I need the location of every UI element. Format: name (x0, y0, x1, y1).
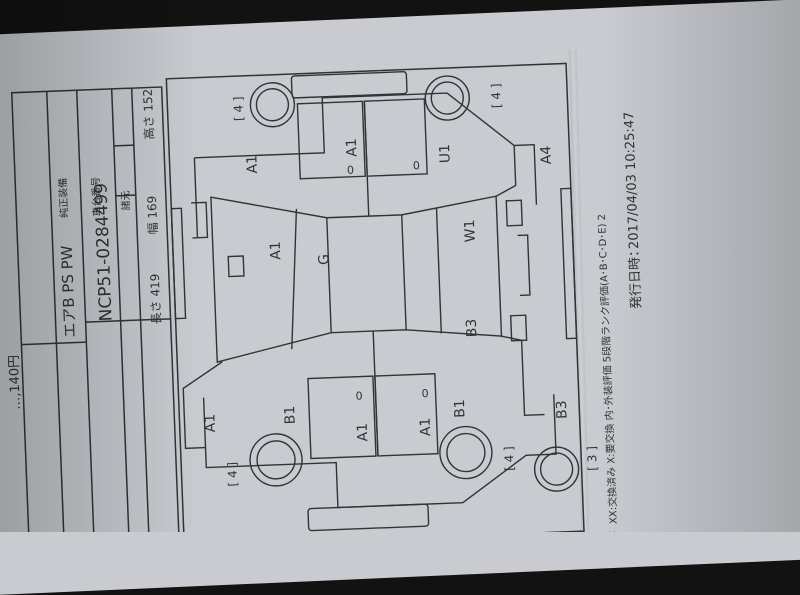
zero-marks: 0 0 0 0 (347, 159, 429, 403)
code-front-bumper-right: A4 (538, 145, 555, 164)
issue-datetime: 2017/04/03 10:25:47 (622, 111, 642, 249)
height-value: 高さ 152 (140, 89, 157, 140)
spec-label: 諸元 (119, 190, 133, 210)
cut-price-text: …,140円 (7, 355, 24, 410)
inspection-sheet: …,140円 純正装備 エアB PS PW 車台番号 NCP51-0284499… (7, 62, 645, 532)
equipment-value: エアB PS PW (58, 245, 80, 338)
evaluation-legend: XX:交換済み X:要交換 内･外装評価 5段階ランク評価(A･B･C･D･E)… (595, 214, 620, 525)
code-front-right-fender: U1 (437, 144, 454, 164)
code-rear-bumper-left: A1 (202, 414, 219, 433)
chassis-number: NCP51-0284499 (91, 183, 116, 322)
wheel-rear-right (439, 425, 493, 480)
tire-count-rear-right: [ 4 ] (502, 446, 517, 471)
wheels (249, 75, 580, 492)
zero-mark: 0 (413, 159, 420, 172)
code-hood: A1 (344, 138, 361, 157)
corner-mark: 2 (607, 530, 618, 532)
zero-mark: 0 (355, 390, 362, 403)
wheel-rear-left (424, 75, 470, 121)
code-front-door-left: A1 (268, 241, 285, 260)
tire-count-spare: [ 3 ] (585, 446, 600, 471)
issue-label: 発行日時： (627, 244, 644, 310)
panel-codes: A1 A1 G A1 A1 B1 A1 U1 W1 A1 B1 B3 A4 B3 (202, 138, 571, 442)
spare-wheel (533, 446, 580, 492)
code-trunk: B3 (464, 318, 481, 337)
zero-mark: 0 (421, 387, 428, 400)
code-windshield: G (316, 254, 332, 265)
zero-mark: 0 (347, 164, 354, 177)
code-front-left-fender: A1 (244, 155, 261, 174)
wheel-front-left (249, 82, 296, 128)
car-diagram (170, 71, 578, 532)
width-value: 幅 169 (144, 195, 160, 234)
tire-count-front-right: [ 4 ] (225, 462, 240, 487)
tire-count-front-left: [ 4 ] (231, 96, 246, 121)
code-rear-bumper-right: B3 (554, 400, 571, 419)
length-value: 長さ 419 (148, 273, 164, 324)
equipment-label: 純正装備 (56, 178, 71, 218)
header-columns (10, 86, 181, 532)
code-roof: W1 (462, 219, 479, 242)
code-front-door-right: A1 (418, 417, 435, 436)
code-rear-door-left: A1 (355, 423, 372, 442)
wheel-front-right (249, 433, 303, 487)
chassis-label: 車台番号 (89, 176, 104, 216)
tire-count-rear-left: [ 4 ] (489, 83, 504, 108)
tire-counts: [ 4 ] [ 4 ] [ 4 ] [ 4 ] [ 3 ] (225, 83, 600, 487)
diagram-frame (165, 62, 585, 532)
code-rear-door-right: B1 (452, 399, 469, 418)
code-rear-fender-left: B1 (282, 405, 299, 424)
inspection-form: …,140円 純正装備 エアB PS PW 車台番号 NCP51-0284499… (7, 62, 645, 532)
